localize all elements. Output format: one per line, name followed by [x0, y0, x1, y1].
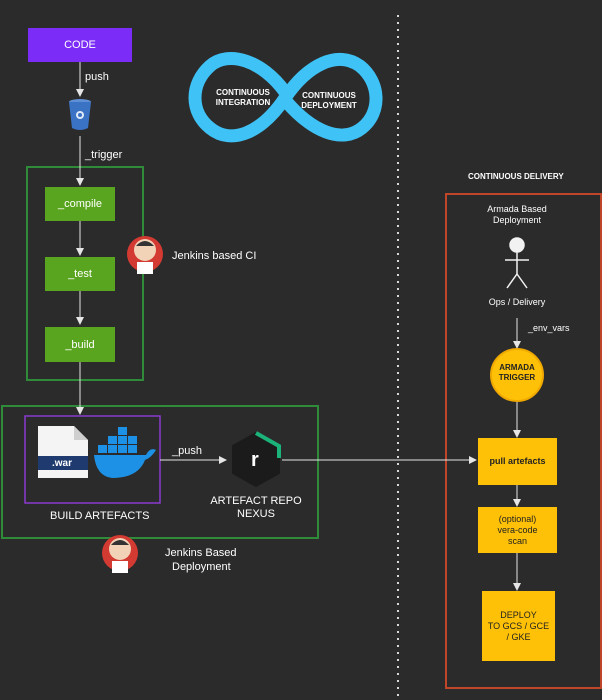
- pull-artefacts-box: pull artefacts: [478, 438, 557, 485]
- env-vars-label: _env_vars: [528, 323, 570, 333]
- armada-caption-1: Armada Based: [487, 204, 547, 214]
- scan-line2: vera-code: [497, 524, 538, 535]
- armada-trigger-circle: [490, 348, 544, 402]
- cicd-infinity-logo: [188, 52, 383, 143]
- compile-step: _compile: [45, 187, 115, 221]
- nexus-letter: r: [251, 449, 259, 471]
- scan-box: (optional) vera-code scan: [478, 507, 557, 553]
- deploy-caption-1: Jenkins Based: [165, 547, 237, 559]
- armada-trigger-text: ARMADA TRIGGER: [491, 363, 543, 383]
- docker-icon: [94, 427, 156, 478]
- bucket-icon: [69, 99, 91, 130]
- push-repo-label: _push: [172, 445, 202, 457]
- code-label: CODE: [64, 39, 96, 51]
- test-label: _test: [68, 268, 92, 280]
- actor-label: Ops / Delivery: [488, 297, 546, 307]
- push-label: push: [85, 71, 109, 83]
- build-label: _build: [65, 338, 95, 351]
- armada-caption-2: Deployment: [492, 215, 542, 225]
- compile-label: _compile: [57, 198, 103, 210]
- deploy-line2: TO GCS / GCE: [487, 620, 550, 631]
- deploy-line3: / GKE: [506, 631, 531, 642]
- repo-caption-1: ARTEFACT REPO: [210, 495, 302, 507]
- war-file-icon: [38, 426, 88, 478]
- scan-line1: (optional): [498, 513, 537, 524]
- war-label: .war: [52, 458, 73, 469]
- deploy-line1: DEPLOY: [500, 609, 537, 620]
- armada-trigger-line1: ARMADA: [499, 363, 535, 372]
- deploy-caption-2: Deployment: [172, 561, 231, 573]
- cd-border: [445, 193, 602, 689]
- build-artefacts-caption: BUILD ARTEFACTS: [50, 510, 150, 522]
- actor-figure: [505, 237, 529, 289]
- trigger-label: _trigger: [85, 149, 123, 161]
- scan-line3: scan: [507, 535, 527, 546]
- repo-caption-2: NEXUS: [237, 508, 275, 520]
- armada-trigger-line2: TRIGGER: [498, 373, 536, 382]
- pull-artefacts-label: pull artefacts: [489, 456, 546, 466]
- nexus-repo-icon: [232, 431, 281, 488]
- cd-title: CONTINUOUS DELIVERY: [468, 172, 564, 181]
- deploy-box: DEPLOY TO GCS / GCE / GKE: [482, 591, 555, 661]
- ci-caption: Jenkins based CI: [172, 250, 257, 262]
- code-box: CODE: [28, 28, 132, 62]
- deploy-group-border: [1, 405, 319, 539]
- jenkins-icon-deploy: [102, 535, 138, 573]
- build-step: _build: [45, 327, 115, 362]
- jenkins-icon-ci: [127, 236, 163, 274]
- test-step: _test: [45, 257, 115, 291]
- logo-cd-text: CONTINUOUS DEPLOYMENT: [301, 91, 357, 110]
- logo-ci-text: CONTINUOUS INTEGRATION: [215, 88, 271, 107]
